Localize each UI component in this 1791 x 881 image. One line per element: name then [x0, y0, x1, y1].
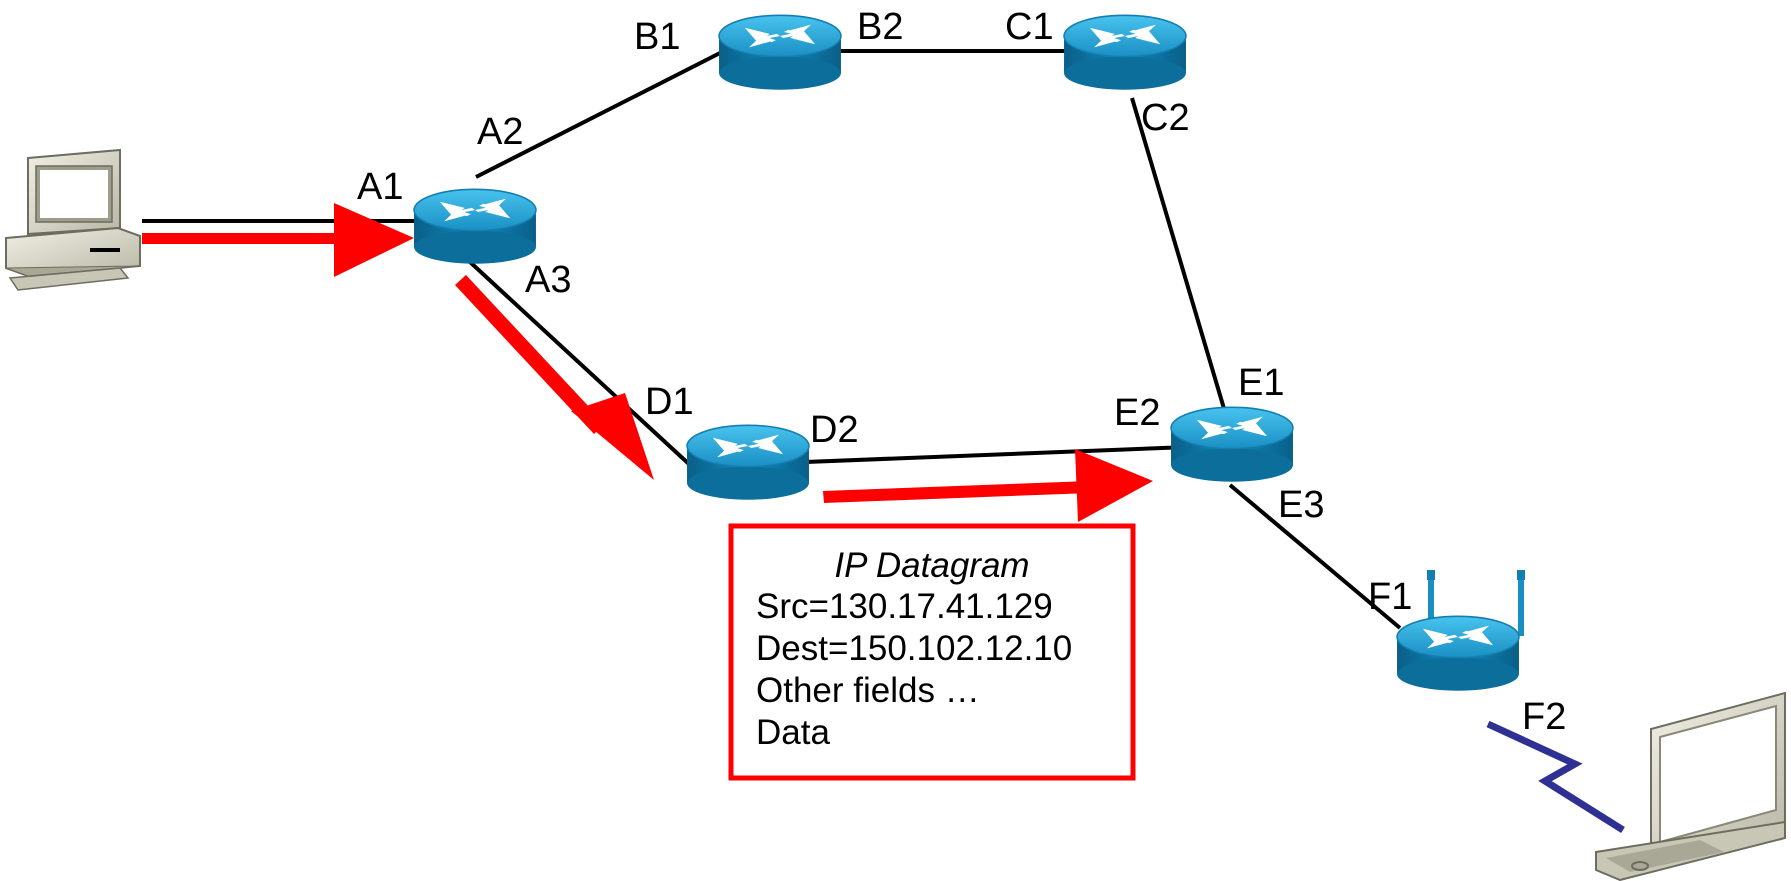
desktop-computer-icon[interactable]: [5, 148, 141, 291]
label-b1: B1: [634, 16, 680, 58]
link-c-e: [1130, 97, 1227, 413]
router-e-icon[interactable]: [1170, 406, 1294, 483]
label-d1: D1: [645, 381, 694, 423]
datagram-src: Src=130.17.41.129: [756, 587, 1053, 626]
label-f2: F2: [1522, 696, 1566, 738]
datagram-title: IP Datagram: [834, 546, 1029, 585]
label-e2: E2: [1114, 392, 1160, 434]
label-d2: D2: [810, 409, 859, 451]
path-arrows: [142, 203, 1153, 522]
label-a3: A3: [525, 259, 571, 301]
path-arrow-d-to-e: [823, 449, 1153, 522]
label-c1: C1: [1005, 6, 1054, 48]
router-b-icon[interactable]: [718, 14, 842, 91]
wireless-link: [1486, 720, 1625, 833]
datagram-data: Data: [756, 713, 830, 752]
path-arrow-host-to-a: [142, 203, 414, 277]
router-c-icon[interactable]: [1063, 14, 1187, 91]
label-a1: A1: [357, 166, 403, 208]
label-b2: B2: [857, 6, 903, 48]
ip-datagram-box: IP Datagram Src=130.17.41.129 Dest=150.1…: [728, 523, 1136, 781]
link-d-e: [779, 445, 1189, 465]
router-d-icon[interactable]: [686, 424, 810, 501]
datagram-dest: Dest=150.102.12.10: [756, 629, 1072, 668]
label-e3: E3: [1278, 484, 1324, 526]
router-a-icon[interactable]: [413, 188, 537, 265]
label-a2: A2: [477, 111, 523, 153]
link-a-b: [475, 51, 721, 179]
interface-labels: A1 A2 A3 B1 B2 C1 C2 D1 D2 E1 E2 E3 F1 F…: [357, 6, 1566, 738]
link-e-f: [1228, 483, 1402, 630]
label-f1: F1: [1368, 576, 1412, 618]
label-c2: C2: [1141, 97, 1190, 139]
wireless-router-icon[interactable]: [1396, 570, 1525, 692]
link-a-d: [468, 260, 692, 467]
datagram-other-fields: Other fields …: [756, 671, 980, 710]
laptop-icon[interactable]: [1595, 691, 1786, 881]
path-arrow-a-to-d: [455, 275, 654, 480]
label-e1: E1: [1238, 362, 1284, 404]
